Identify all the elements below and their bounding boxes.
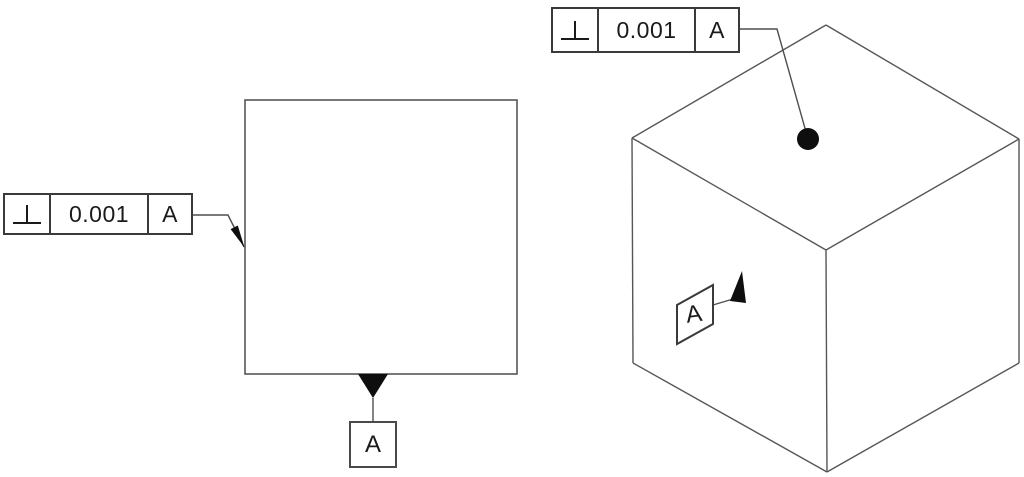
cube-edge-top-left	[631, 24, 827, 139]
square-part-outline	[244, 99, 518, 375]
perpendicularity-icon-stem	[26, 204, 28, 222]
cube-edges	[631, 24, 1020, 473]
feature-control-frame-3d: 0.001 A	[551, 7, 740, 53]
datum-stem-3d	[712, 298, 734, 306]
cube-edge-top-right	[825, 24, 1020, 140]
fcf-symbol-cell-3d	[553, 9, 599, 51]
perpendicularity-icon-stem	[574, 20, 576, 38]
cube-edge-bottom-left	[632, 362, 828, 473]
perpendicularity-icon-bar	[561, 37, 589, 40]
perpendicularity-icon	[13, 204, 41, 224]
cube-edge-front-vertical	[825, 249, 828, 473]
fcf-leader-line-3d	[740, 28, 809, 140]
fcf-symbol-cell-2d	[5, 195, 51, 233]
leader-arrowhead-icon	[230, 225, 245, 248]
fcf-tolerance-value-2d: 0.001	[51, 195, 149, 233]
cube-edge-left-vertical	[631, 137, 634, 364]
feature-control-frame-2d: 0.001 A	[3, 193, 193, 235]
datum-triangle-icon-2d	[358, 374, 388, 398]
cube-edge-front-left-top	[631, 137, 827, 251]
fcf-datum-ref-2d: A	[149, 195, 191, 233]
fcf-tolerance-value-3d: 0.001	[599, 9, 696, 51]
perpendicularity-icon-bar	[13, 221, 41, 224]
perpendicularity-icon	[561, 20, 589, 40]
cube-edge-front-right-top	[825, 138, 1020, 251]
fcf-datum-ref-3d: A	[696, 9, 738, 51]
surface-target-dot-icon	[797, 128, 819, 150]
cube-edge-bottom-right	[826, 362, 1020, 473]
iso-datum-box	[676, 283, 714, 346]
datum-triangle-icon-3d	[730, 271, 746, 303]
datum-label-box-2d: A	[349, 421, 397, 468]
